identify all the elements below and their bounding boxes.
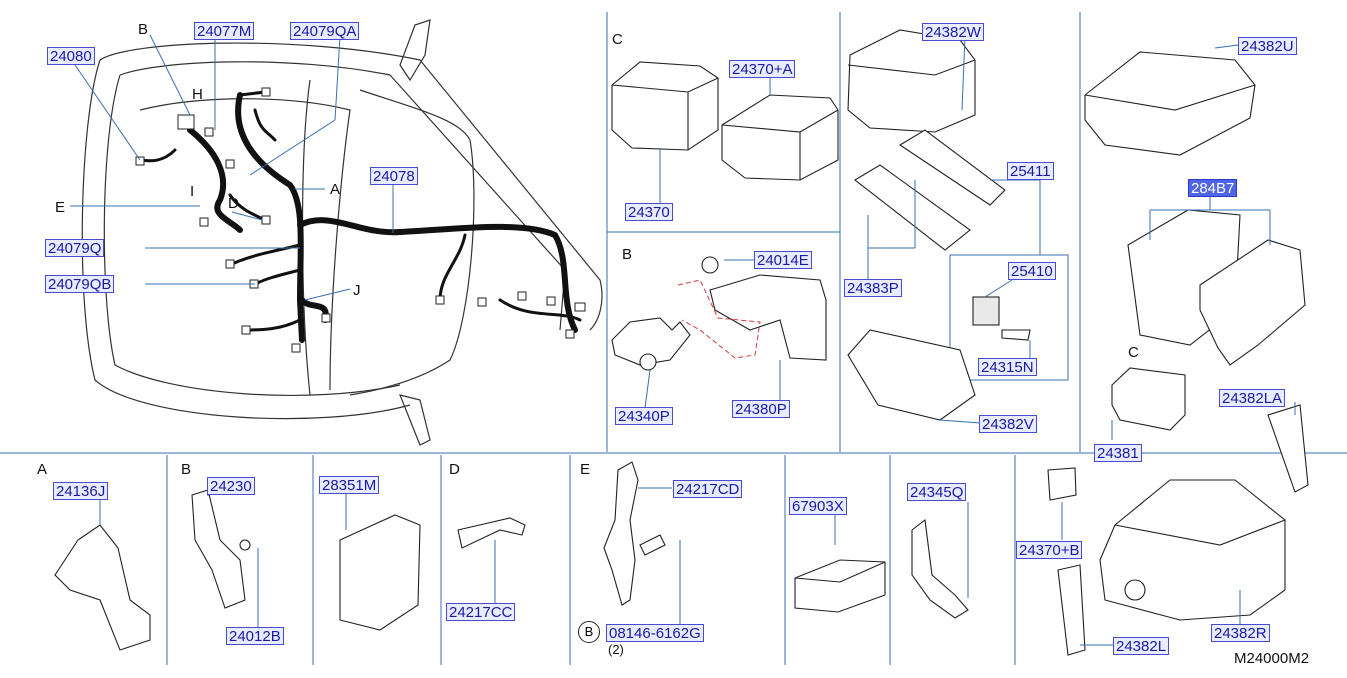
section-letter-d-bottom: D bbox=[449, 461, 460, 478]
part-label-24077m[interactable]: 24077M bbox=[194, 22, 255, 40]
part-label-25411[interactable]: 25411 bbox=[1007, 162, 1054, 180]
main-leader-lines bbox=[70, 34, 394, 301]
section-letter-i: I bbox=[190, 183, 195, 200]
fuse-box-upper-cover bbox=[1084, 44, 1256, 156]
car-body-outline bbox=[81, 19, 603, 446]
part-label-24383p[interactable]: 24383P bbox=[844, 279, 902, 297]
section-letter-c-fuse: C bbox=[1128, 344, 1139, 361]
section-letter-c-relay: C bbox=[612, 31, 623, 48]
part-label-24217cd[interactable]: 24217CD bbox=[673, 480, 743, 498]
fuse-holder-c bbox=[1111, 367, 1186, 440]
part-label-24315n[interactable]: 24315N bbox=[978, 358, 1037, 376]
part-label-24382la[interactable]: 24382LA bbox=[1219, 389, 1286, 407]
part-label-25410[interactable]: 25410 bbox=[1008, 262, 1056, 280]
bracket-b bbox=[191, 485, 259, 630]
bolt-quantity: (2) bbox=[608, 642, 624, 657]
part-label-24078[interactable]: 24078 bbox=[370, 167, 418, 185]
harness-connectors bbox=[135, 87, 586, 353]
part-label-24370[interactable]: 24370 bbox=[625, 203, 673, 221]
part-label-24382v[interactable]: 24382V bbox=[979, 415, 1037, 433]
part-label-24080[interactable]: 24080 bbox=[47, 47, 95, 65]
section-letter-b: B bbox=[138, 21, 149, 38]
part-label-24230[interactable]: 24230 bbox=[207, 477, 255, 495]
section-letter-e-bottom: E bbox=[580, 461, 591, 478]
bolt-marker-b: B bbox=[578, 621, 600, 643]
part-label-24382u[interactable]: 24382U bbox=[1238, 37, 1297, 55]
part-label-24340p[interactable]: 24340P bbox=[615, 407, 673, 425]
block-67903x bbox=[794, 512, 886, 613]
part-label-24381[interactable]: 24381 bbox=[1094, 444, 1142, 462]
bracket-e bbox=[603, 461, 681, 625]
connector-28351m bbox=[339, 491, 421, 631]
relay-boxes bbox=[611, 61, 839, 206]
part-label-24370a[interactable]: 24370+A bbox=[729, 60, 796, 78]
part-label-24079qb[interactable]: 24079QB bbox=[45, 275, 115, 293]
part-label-24014e[interactable]: 24014E bbox=[754, 251, 812, 269]
part-label-24079qa[interactable]: 24079QA bbox=[290, 22, 360, 40]
section-letter-j: J bbox=[353, 282, 361, 299]
section-letter-h: H bbox=[192, 86, 203, 103]
battery-terminal bbox=[611, 256, 827, 409]
part-label-24370b[interactable]: 24370+B bbox=[1016, 541, 1083, 559]
part-label-24345q[interactable]: 24345Q bbox=[907, 483, 967, 501]
section-letter-d: D bbox=[228, 195, 239, 212]
battery-tray bbox=[1047, 402, 1309, 656]
bracket-a bbox=[54, 496, 151, 651]
section-letter-e: E bbox=[55, 199, 66, 216]
fuse-box-frame bbox=[1127, 194, 1306, 366]
diagram-code: M24000M2 bbox=[1234, 650, 1310, 667]
section-letter-a: A bbox=[330, 181, 341, 198]
terminal-24345q bbox=[911, 502, 969, 619]
section-letter-b-terminal: B bbox=[622, 246, 633, 263]
fuse-covers bbox=[847, 29, 1069, 424]
part-label-24382l[interactable]: 24382L bbox=[1113, 637, 1170, 655]
part-label-24136j[interactable]: 24136J bbox=[53, 482, 109, 500]
part-label-24217cc[interactable]: 24217CC bbox=[446, 603, 516, 621]
part-label-24012b[interactable]: 24012B bbox=[226, 627, 284, 645]
part-label-24382w[interactable]: 24382W bbox=[922, 23, 984, 41]
section-letter-b-bottom: B bbox=[181, 461, 192, 478]
section-letter-a-bottom: A bbox=[37, 461, 48, 478]
part-label-67903x[interactable]: 67903X bbox=[789, 497, 847, 515]
part-label-24380p[interactable]: 24380P bbox=[732, 400, 790, 418]
part-label-08146-6162g[interactable]: 08146-6162G bbox=[606, 624, 704, 642]
part-label-24079q[interactable]: 24079Q bbox=[45, 239, 105, 257]
bracket-d bbox=[457, 517, 526, 605]
part-label-284b7[interactable]: 284B7 bbox=[1188, 179, 1238, 197]
part-label-24382r[interactable]: 24382R bbox=[1211, 624, 1270, 642]
part-label-28351m[interactable]: 28351M bbox=[319, 476, 380, 494]
